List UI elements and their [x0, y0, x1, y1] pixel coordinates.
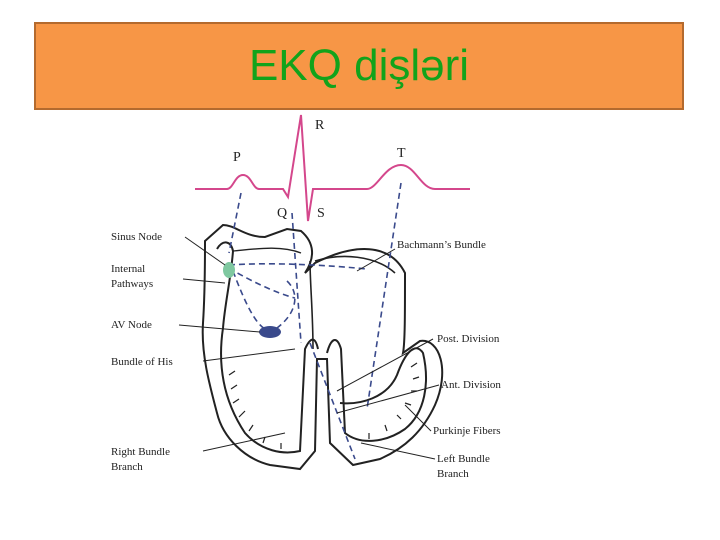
- slide-title: EKQ dişləri: [248, 41, 470, 90]
- label-left-bundle-1: Left Bundle: [437, 453, 490, 465]
- label-right-bundle-1: Right Bundle: [111, 446, 170, 458]
- purkinje-fibers: [228, 362, 420, 449]
- label-right-bundle-2: Branch: [111, 461, 143, 473]
- label-internal-pathways-2: Pathways: [111, 278, 153, 290]
- av-node-marker: [259, 326, 281, 338]
- wave-label-q: Q: [277, 206, 287, 221]
- label-internal-pathways-1: Internal: [111, 263, 145, 275]
- ecg-trace: [195, 114, 470, 222]
- label-post-division: Post. Division: [437, 333, 500, 345]
- label-purkinje-fibers: Purkinje Fibers: [433, 425, 501, 437]
- atrium-divider: [232, 247, 302, 254]
- sinus-node-marker: [223, 262, 235, 278]
- heart-inner-wall-left: [326, 339, 427, 442]
- wave-label-p: P: [233, 150, 241, 165]
- wave-label-r: R: [315, 118, 325, 133]
- heart-outer-wall: [201, 223, 444, 471]
- label-ant-division: Ant. Division: [441, 379, 501, 391]
- heart-inner-wall-right: [216, 241, 319, 454]
- label-left-bundle-2: Branch: [437, 468, 469, 480]
- label-bundle-of-his: Bundle of His: [111, 356, 173, 368]
- title-banner: EKQ dişləri: [34, 22, 684, 110]
- wave-label-t: T: [397, 146, 406, 161]
- label-bachmann-bundle: Bachmann’s Bundle: [397, 239, 486, 251]
- wave-label-s: S: [317, 206, 325, 221]
- label-pointers: [178, 236, 440, 460]
- label-sinus-node: Sinus Node: [111, 231, 162, 243]
- heart-conduction-diagram: P R T Q S: [111, 114, 501, 480]
- label-av-node: AV Node: [111, 319, 152, 331]
